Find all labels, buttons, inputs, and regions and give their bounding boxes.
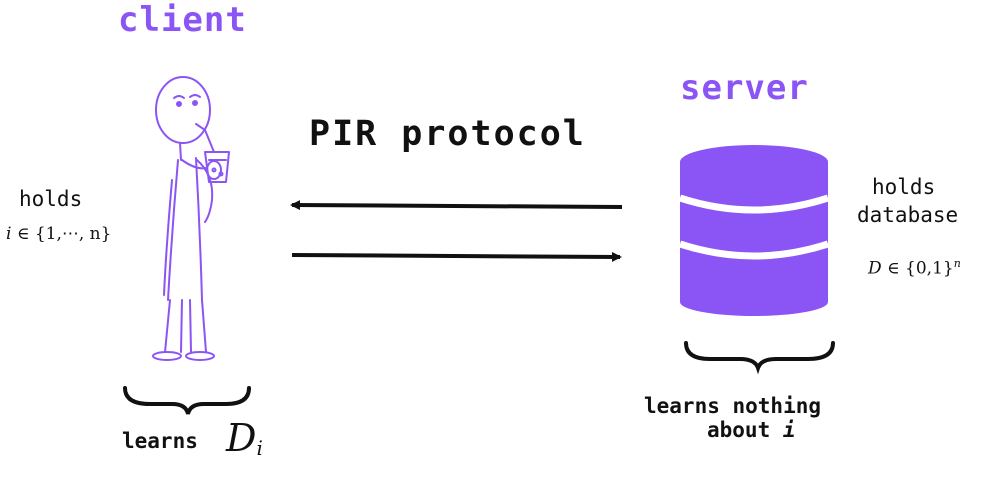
stick-figure-drinking-icon [152,76,230,361]
server-learns-var: i [782,418,796,442]
server-db-set: ∈ {0,1} [887,258,954,279]
client-learns-label: learns [122,429,198,453]
server-database-label: database [857,203,959,227]
arrow-server-to-client [290,200,623,211]
client-index-set: ∈ {1,⋯, n} [16,224,112,244]
server-db-exponent: n [953,257,961,270]
client-learns-var: D [226,416,257,460]
arrow-client-to-server [291,251,622,262]
client-holds-math: i ∈ {1,⋯, n} [6,224,111,244]
server-holds-label: holds [872,175,936,199]
server-title: server [680,68,809,108]
client-learns-math: Di [226,416,263,460]
server-learns-about-text: about [707,418,771,442]
database-icon [678,145,830,316]
server-learns-about: about i [707,418,796,442]
server-brace [684,341,835,375]
protocol-title: PIR protocol [309,114,586,154]
server-db-var: D [868,258,882,279]
client-brace [123,386,251,415]
server-learns-label: learns nothing [644,394,822,418]
client-holds-label: holds [19,187,83,211]
client-learns-sub: i [256,436,263,460]
server-holds-math: D ∈ {0,1}n [868,257,961,279]
client-index-var: i [6,224,12,244]
client-title: client [118,0,247,40]
